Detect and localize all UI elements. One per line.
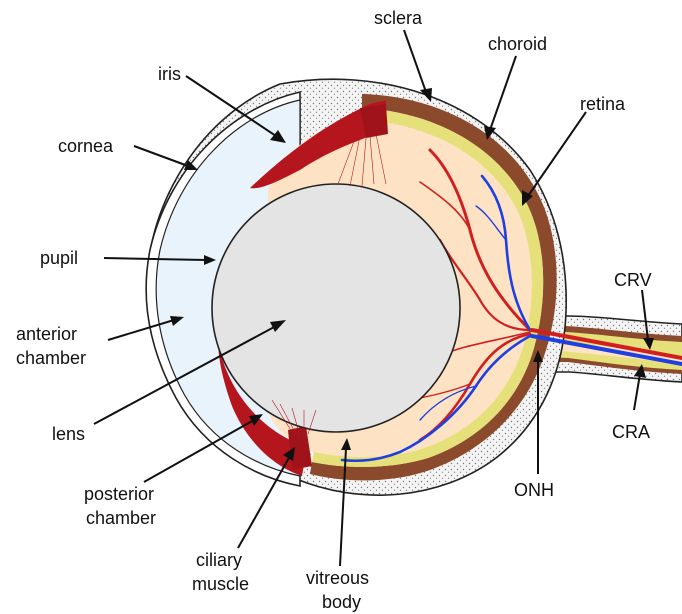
- label-pupil: pupil: [40, 248, 78, 268]
- choroid-leader: [490, 56, 516, 130]
- label-crv: CRV: [614, 270, 652, 290]
- label-vitreous-body-1: vitreous: [306, 568, 369, 588]
- lens: [212, 184, 460, 432]
- label-ciliary-muscle-2: muscle: [192, 574, 249, 594]
- label-iris: iris: [158, 64, 181, 84]
- label-sclera: sclera: [374, 8, 423, 28]
- label-anterior-chamber-2: chamber: [16, 348, 86, 368]
- label-cornea: cornea: [58, 136, 114, 156]
- label-posterior-chamber-1: posterior: [84, 484, 154, 504]
- label-ciliary-muscle-1: ciliary: [196, 550, 242, 570]
- label-posterior-chamber-2: chamber: [86, 508, 156, 528]
- label-onh: ONH: [514, 480, 554, 500]
- label-anterior-chamber-1: anterior: [16, 324, 77, 344]
- retina-leader: [528, 112, 586, 196]
- sclera-leader: [404, 30, 426, 92]
- label-lens: lens: [52, 424, 85, 444]
- label-retina: retina: [580, 94, 626, 114]
- label-choroid: choroid: [488, 34, 547, 54]
- label-cra: CRA: [612, 422, 650, 442]
- label-vitreous-body-2: body: [322, 592, 361, 612]
- cornea-leader: [134, 146, 188, 166]
- cra-leader: [634, 374, 640, 410]
